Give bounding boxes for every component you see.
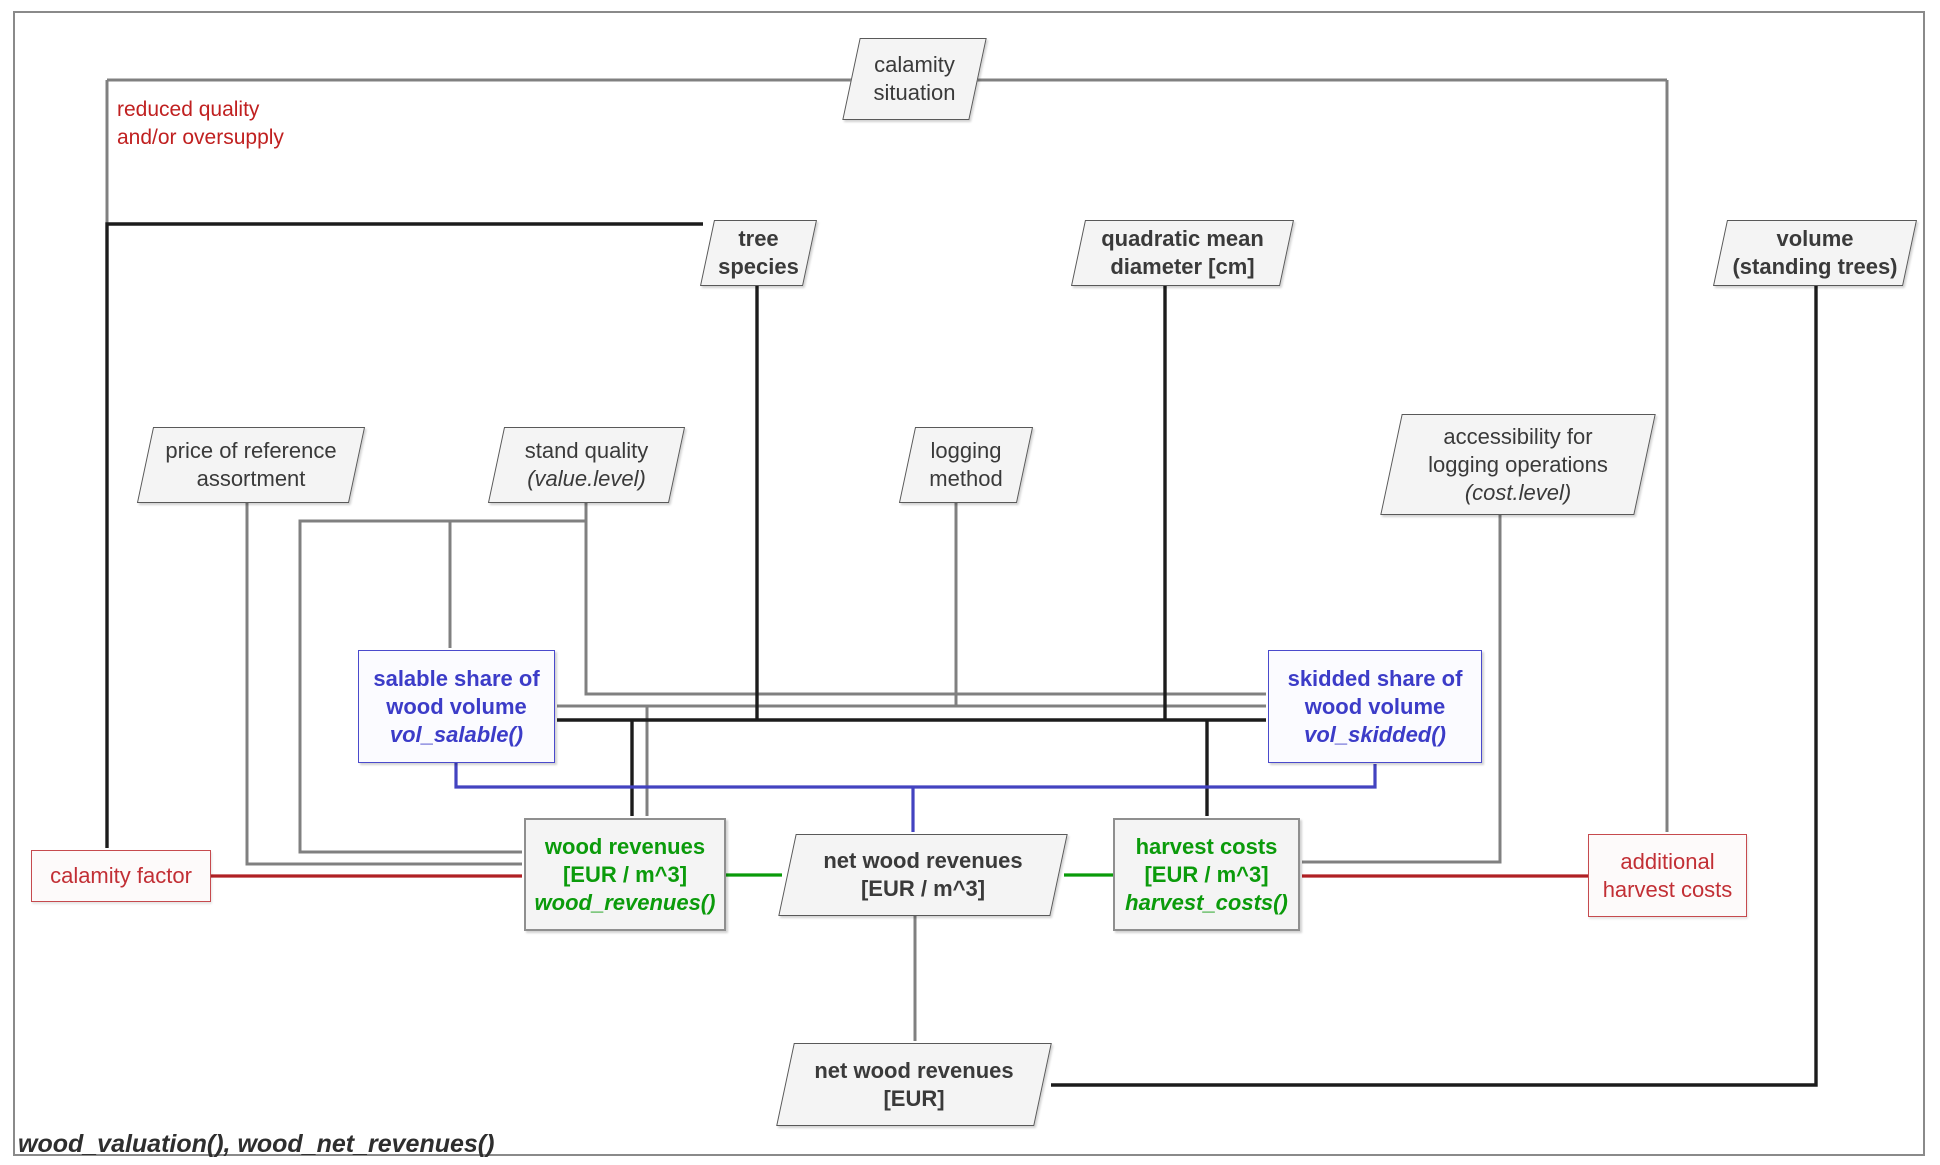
additional-harvest-costs-shape [1588, 834, 1747, 917]
salable-share-shape [358, 650, 555, 763]
wood-revenues-shape [524, 818, 726, 931]
edge-accessibility-to-harvest-costs [1302, 515, 1502, 864]
harvest-costs-shape [1113, 818, 1300, 931]
edge-volume-to-net-eur [1051, 286, 1818, 1087]
calamity-factor-label: calamity factor [50, 863, 192, 888]
net-wood-revenues-m3-label: net wood revenues[EUR / m^3] [823, 848, 1023, 901]
wood-revenues-label: wood revenues[EUR / m^3]wood_revenues() [534, 833, 716, 915]
edge-tree-species-to-calamity-factor [105, 222, 703, 848]
diagram-border [13, 11, 1925, 1156]
node-stand-quality: stand quality(value.level) [487, 427, 686, 503]
reduced-quality-line-2: and/or oversupply [117, 126, 284, 149]
footer-function-names: wood_valuation(), wood_net_revenues() [18, 1130, 495, 1158]
edge-stand-quality-to-wood-revenues [298, 519, 586, 854]
edge-stand-quality-to-skidded-share [584, 503, 1266, 696]
net-wood-revenues-eur-label: net wood revenues[EUR] [814, 1057, 1014, 1111]
reduced-quality-line-1: reduced quality [117, 98, 260, 121]
node-calamity-factor: calamity factor [31, 850, 211, 902]
harvest-costs-label: harvest costs[EUR / m^3]harvest_costs() [1125, 833, 1288, 915]
node-wood-revenues: wood revenues[EUR / m^3]wood_revenues() [524, 818, 726, 931]
node-net-wood-revenues-eur: net wood revenues[EUR] [776, 1043, 1052, 1126]
volume-standing-trees-label: volume(standing trees) [1732, 226, 1898, 279]
node-harvest-costs: harvest costs[EUR / m^3]harvest_costs() [1113, 818, 1300, 931]
calamity-factor-shape [31, 850, 211, 902]
stand-quality-label: stand quality(value.level) [524, 438, 649, 491]
node-volume-standing-trees: volume(standing trees) [1712, 220, 1918, 286]
node-net-wood-revenues-m3: net wood revenues[EUR / m^3] [778, 834, 1068, 916]
edge-salable-skidded-join [454, 763, 1377, 789]
reduced-quality-label: reduced quality and/or oversupply [117, 96, 284, 152]
skidded-share-shape [1268, 650, 1482, 763]
edge-price-to-wood-revenues [245, 503, 522, 866]
